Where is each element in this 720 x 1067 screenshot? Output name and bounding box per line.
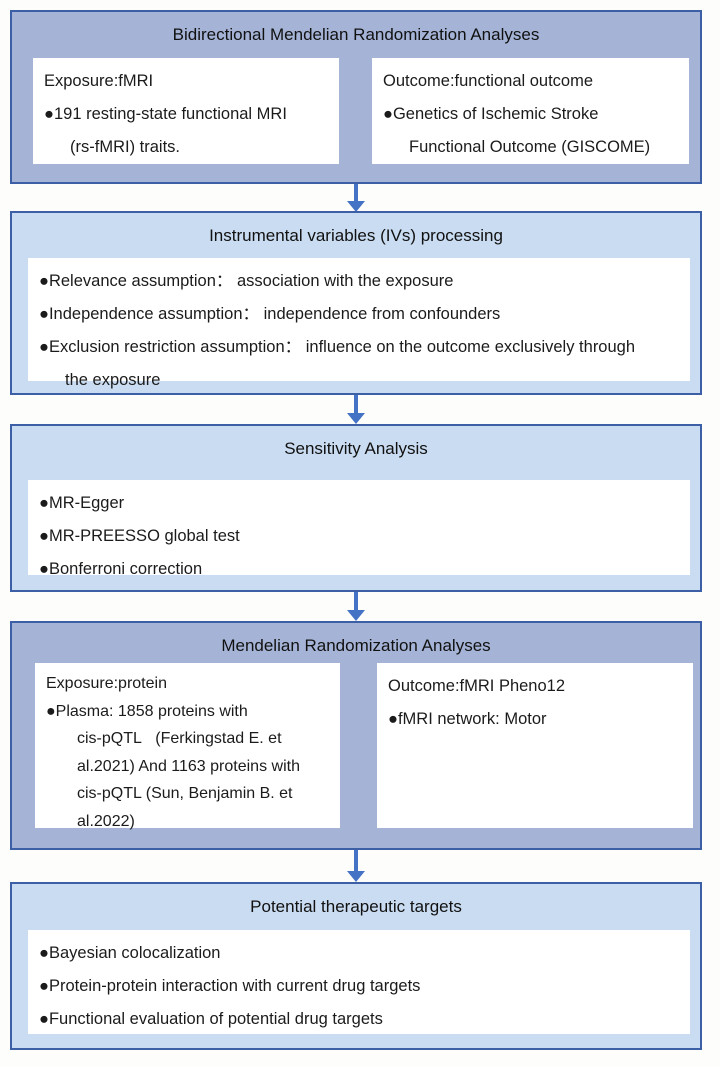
bullet-line-continuation: Functional Outcome (GISCOME) <box>409 138 651 156</box>
sensitivity-methods-panel: ●MR-Egger ●MR-PREESSO global test ●Bonfe… <box>28 480 690 578</box>
step-title: Potential therapeutic targets <box>250 897 462 916</box>
flow-arrow-down-icon <box>346 395 366 424</box>
bullet-line: ●Exclusion restriction assumption： influ… <box>39 338 636 356</box>
bullet-line: ●fMRI network: Motor <box>388 710 547 728</box>
arrow-head <box>347 201 365 212</box>
bullet-line: ●Genetics of Ischemic Stroke <box>383 105 599 123</box>
bullet-line-continuation: the exposure <box>65 371 161 389</box>
step-bidirectional-mr-box: Bidirectional Mendelian Randomization An… <box>10 10 702 184</box>
flow-arrow-down-icon <box>346 184 366 212</box>
bullet-line-continuation: (rs-fMRI) traits. <box>70 138 180 156</box>
bullet-line: ●Plasma: 1858 proteins with <box>46 702 248 720</box>
bullet-line: ●MR-PREESSO global test <box>39 527 240 545</box>
step-title: Instrumental variables (IVs) processing <box>209 226 503 245</box>
step-sensitivity-analysis-box: Sensitivity Analysis ●MR-Egger ●MR-PREES… <box>10 424 702 592</box>
flow-arrow-down-icon <box>346 592 366 621</box>
exposure-fmri-panel: Exposure:fMRI ●191 resting-state functio… <box>33 58 339 164</box>
panel-heading: Exposure:protein <box>46 675 167 692</box>
step-mr-analyses-box: Mendelian Randomization Analyses Exposur… <box>10 621 702 850</box>
bullet-line: ●Relevance assumption： association with … <box>39 272 454 290</box>
panel-heading: Exposure:fMRI <box>44 72 154 90</box>
arrow-head <box>347 413 365 424</box>
bullet-line-continuation: al.2021) And 1163 proteins with <box>77 757 300 775</box>
bullet-line-continuation: cis-pQTL (Ferkingstad E. et <box>77 730 282 747</box>
step-title: Bidirectional Mendelian Randomization An… <box>172 25 540 44</box>
arrow-stem <box>354 592 358 610</box>
arrow-stem <box>354 850 358 871</box>
bullet-line-continuation: cis-pQTL (Sun, Benjamin B. et <box>77 785 293 802</box>
bullet-line: ●Bayesian colocalization <box>39 944 221 962</box>
step-title: Sensitivity Analysis <box>284 439 428 458</box>
therapeutic-methods-panel: ●Bayesian colocalization ●Protein-protei… <box>28 930 690 1034</box>
arrow-head <box>347 871 365 882</box>
bullet-line: ●MR-Egger <box>39 494 125 512</box>
bullet-line: ●Bonferroni correction <box>39 560 203 578</box>
outcome-functional-panel: Outcome:functional outcome ●Genetics of … <box>372 58 689 164</box>
arrow-head <box>347 610 365 621</box>
arrow-stem <box>354 184 358 201</box>
arrow-stem <box>354 395 358 413</box>
exposure-protein-panel: Exposure:protein ●Plasma: 1858 proteins … <box>35 663 340 830</box>
step-title: Mendelian Randomization Analyses <box>221 636 491 655</box>
flow-arrow-down-icon <box>346 850 366 882</box>
bullet-line-continuation: al.2022) <box>77 812 135 830</box>
outcome-fmri-pheno12-panel: Outcome:fMRI Pheno12 ●fMRI network: Moto… <box>377 663 693 828</box>
bullet-line: ●Protein-protein interaction with curren… <box>39 977 421 995</box>
bullet-line: ●Independence assumption： independence f… <box>39 305 501 323</box>
panel-heading: Outcome:fMRI Pheno12 <box>388 677 566 695</box>
bullet-line: ●191 resting-state functional MRI <box>44 105 287 123</box>
step-therapeutic-targets-box: Potential therapeutic targets ●Bayesian … <box>10 882 702 1050</box>
ivs-assumptions-panel: ●Relevance assumption： association with … <box>28 258 690 389</box>
bullet-line: ●Functional evaluation of potential drug… <box>39 1010 383 1028</box>
panel-heading: Outcome:functional outcome <box>383 72 594 90</box>
step-ivs-processing-box: Instrumental variables (IVs) processing … <box>10 211 702 395</box>
